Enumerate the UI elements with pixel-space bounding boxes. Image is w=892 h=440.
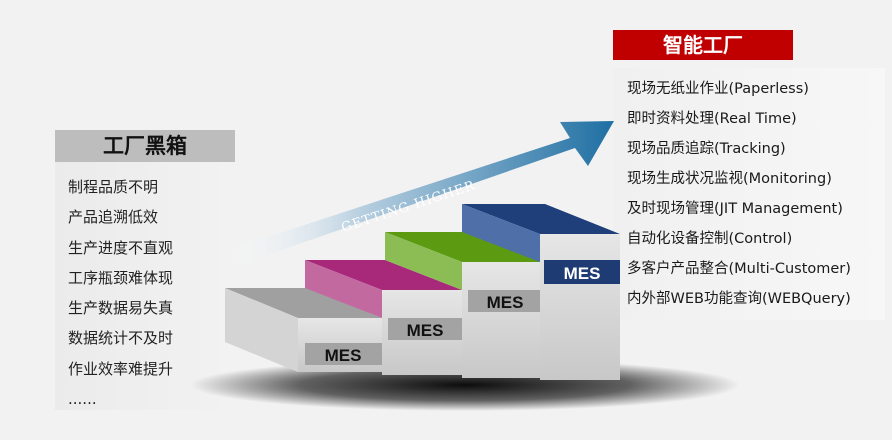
right-item: 现场生成状况监视(Monitoring)	[627, 171, 832, 187]
right-title: 智能工厂	[613, 30, 793, 60]
step-2-label-band	[388, 318, 462, 340]
step-4-label-band	[544, 260, 620, 284]
right-item: 自动化设备控制(Control)	[627, 231, 793, 247]
right-item: 及时现场管理(JIT Management)	[627, 201, 843, 217]
right-item: 现场品质追踪(Tracking)	[627, 141, 786, 157]
left-list: 制程品质不明 产品追溯低效 生产进度不直观 工序瓶颈难体现 生产数据易失真 数据…	[68, 172, 173, 414]
step-1-label-band	[305, 343, 382, 365]
step-4-top	[462, 204, 620, 234]
right-item: 多客户产品整合(Multi-Customer)	[627, 261, 851, 277]
left-title: 工厂黑箱	[55, 130, 235, 162]
step-2-label: MES	[407, 321, 444, 340]
step-2-top	[305, 260, 462, 290]
left-item: 制程品质不明	[68, 178, 159, 196]
step-4-front	[540, 234, 620, 380]
step-1-side	[225, 288, 298, 372]
step-3-top	[385, 232, 542, 262]
right-item: 内外部WEB功能查询(WEBQuery)	[627, 291, 851, 307]
right-list: 现场无纸业作业(Paperless) 即时资料处理(Real Time) 现场品…	[627, 74, 851, 314]
right-panel	[613, 68, 885, 320]
left-item: 工序瓶颈难体现	[68, 268, 174, 287]
left-item: 生产数据易失真	[68, 299, 174, 318]
rising-arrow	[224, 121, 614, 270]
step-1-top	[225, 288, 382, 318]
step-4-label: MES	[564, 264, 601, 283]
left-item: 作业效率难提升	[68, 359, 174, 378]
left-item: 生产进度不直观	[68, 238, 174, 257]
step-3-label-band	[468, 290, 542, 312]
step-4-side	[462, 204, 540, 262]
step-2-side	[305, 260, 382, 318]
left-item: 数据统计不及时	[68, 329, 174, 348]
right-item: 即时资料处理(Real Time)	[627, 111, 797, 127]
step-3-front	[462, 262, 542, 378]
step-3-label: MES	[487, 293, 524, 312]
left-item: ......	[68, 390, 97, 409]
step-1-label: MES	[325, 346, 362, 365]
step-3-side	[385, 232, 462, 290]
left-item: 产品追溯低效	[68, 208, 159, 227]
left-panel	[55, 130, 235, 410]
right-item: 现场无纸业作业(Paperless)	[627, 81, 809, 97]
